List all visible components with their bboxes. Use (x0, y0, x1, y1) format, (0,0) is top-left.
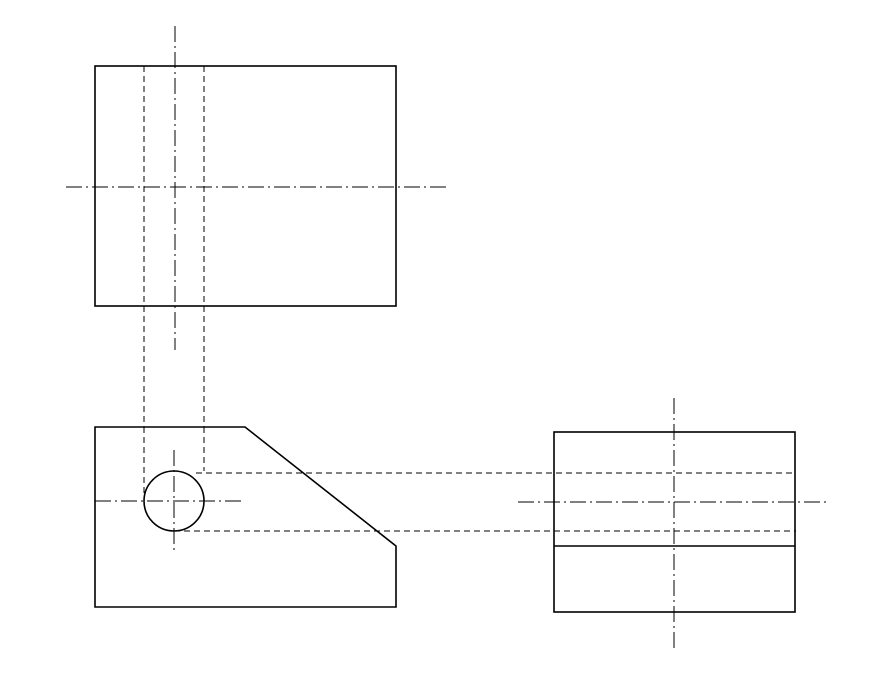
front-view-outline (94, 426, 397, 608)
projection-lines-horizontal (174, 472, 796, 532)
projection-lines-vertical (143, 306, 205, 427)
side-view (518, 398, 826, 648)
top-view (66, 26, 446, 350)
front-view (94, 426, 397, 608)
top-view-outline (94, 65, 397, 307)
